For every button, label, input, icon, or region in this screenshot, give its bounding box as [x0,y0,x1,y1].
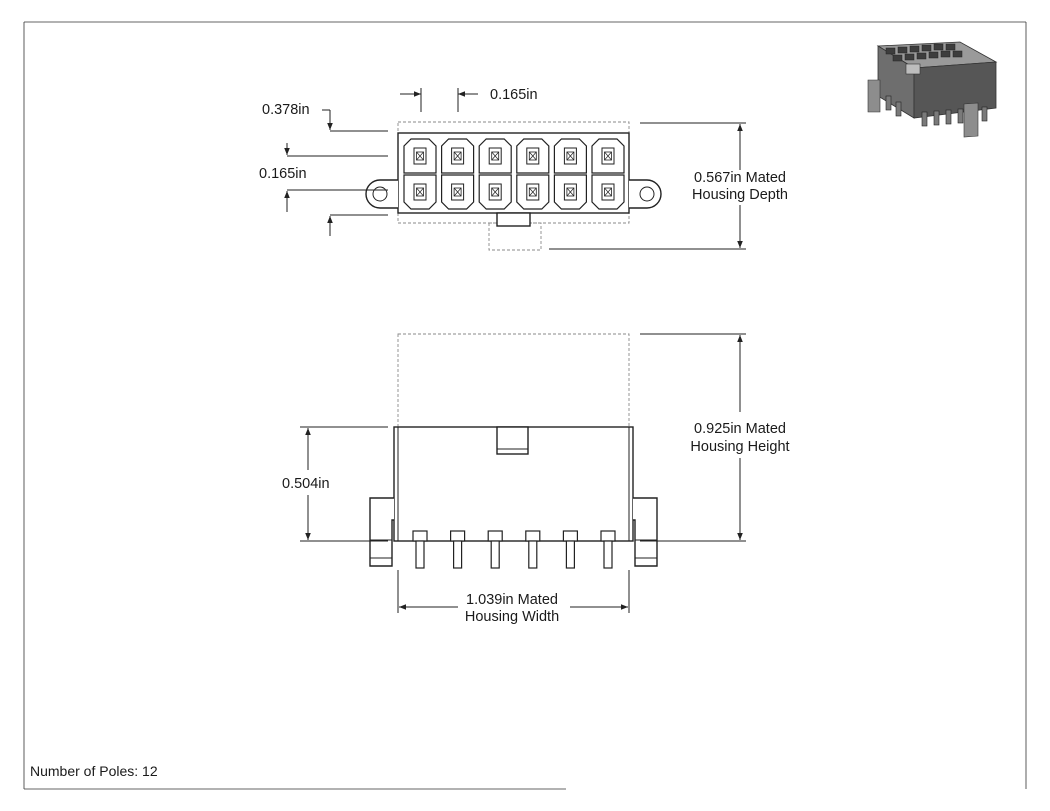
cavity [441,174,475,210]
pin [487,530,503,569]
cavity [553,138,587,174]
cavity [403,138,437,174]
sheet-border [23,21,1027,790]
left-mount-peg [365,179,398,209]
pin [412,530,428,569]
top-view-dimensions: 0.165in 0.378in 0.165in 0.567in Mated Ho… [259,87,788,250]
cavity [478,174,512,210]
width-dimension-line1: 1.039in Mated [466,592,558,608]
pin [562,530,579,569]
cavity [516,138,550,174]
front-right-peg [633,497,658,567]
front-view-hidden-outline [397,333,630,428]
number-of-poles-label: Number of Poles: 12 [30,763,158,779]
pin [525,530,541,569]
height-dimension-line2: Housing Height [690,439,789,455]
pitch-dimension-label: 0.165in [490,87,538,103]
row-offset-dimension-label: 0.378in [262,102,310,118]
pin-row [412,530,616,569]
board-height-dimension-label: 0.504in [282,476,330,492]
right-mount-peg [629,179,662,209]
cavity [553,174,587,210]
front-view-latch [496,426,529,455]
cavity [591,138,625,174]
width-dimension-line2: Housing Width [465,609,559,625]
top-view-hidden-latch [488,222,542,251]
front-view [369,333,658,569]
cavity [441,138,475,174]
cavity [478,138,512,174]
cavity [403,174,437,210]
depth-dimension-line2: Housing Depth [692,187,788,203]
pin [450,530,466,569]
row-pitch-dimension-label: 0.165in [259,166,307,182]
depth-dimension-line1: 0.567in Mated [694,170,786,186]
height-dimension-line1: 0.925in Mated [694,421,786,437]
front-view-dimensions: 0.504in 0.925in Mated Housing Height 1.0… [282,333,790,625]
top-view [365,121,662,251]
cavity [516,174,550,210]
cavity [591,174,625,210]
front-left-peg [369,497,394,567]
cavity-grid [403,138,625,210]
connector-3d-icon [867,41,998,138]
top-view-latch [496,212,531,227]
pin [600,530,616,569]
